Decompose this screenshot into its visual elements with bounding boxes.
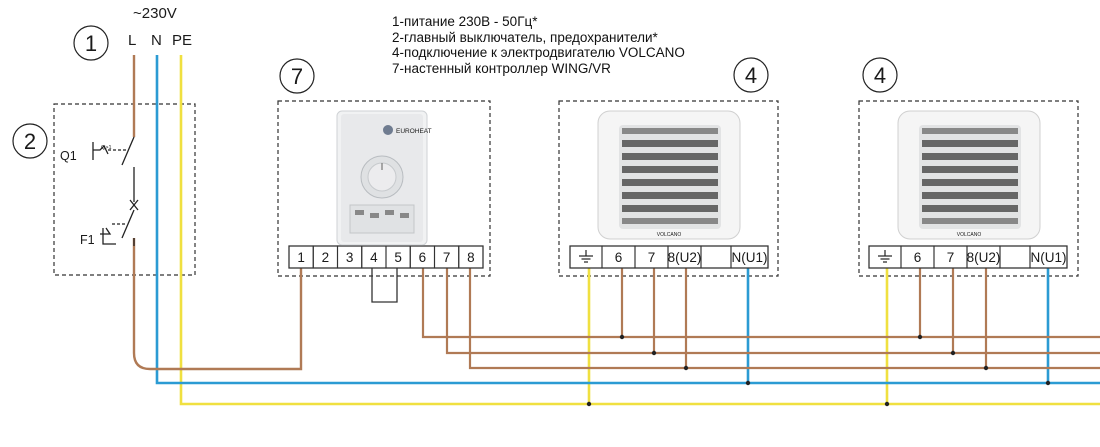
heater-b-terminal: N(U1) (1029, 245, 1068, 269)
controller-terminal-label: 1 (297, 250, 305, 265)
controller-terminal-block: 1 2 3 4 5 6 7 8 (288, 245, 484, 269)
controller-terminal-label: 3 (346, 250, 354, 265)
legend-item-1: 1-питание 230В - 50Гц* (392, 14, 538, 29)
svg-text:VOLCANO: VOLCANO (657, 232, 682, 238)
heater-b-terminal: 8(U2) (966, 245, 1001, 269)
control-wire-8 (468, 268, 1100, 370)
controller-switch-icon (355, 210, 364, 215)
neutral-wire-trunk (155, 55, 1100, 385)
supply-voltage-label: ~230V (133, 5, 177, 22)
supply-label-pe: PE (172, 32, 192, 49)
control-wire-7 (445, 268, 1100, 355)
heater-b-device: VOLCANO (897, 110, 1041, 240)
earth-wire-trunk (179, 55, 1100, 406)
svg-text:2: 2 (24, 129, 36, 154)
earth-icon (878, 250, 892, 263)
fuse-f1-symbol (100, 209, 135, 246)
callout-4-a: 4 (733, 57, 769, 93)
controller-terminal: 8 (458, 245, 484, 269)
legend-item-2: 2-главный выключатель, предохранители* (392, 29, 658, 45)
heater-a-terminal-label: 8(U2) (668, 250, 702, 265)
heater-a-terminal-label: N(U1) (732, 250, 768, 265)
heater-a-louvres (622, 128, 718, 224)
controller-terminal-label: 8 (467, 250, 475, 265)
callout-7: 7 (279, 58, 315, 94)
legend-item-4: 4-подключение к электродвигателю VOLCANO (392, 45, 685, 60)
earth-icon (579, 250, 593, 263)
callout-1: 1 (73, 25, 109, 61)
controller-device: EUROHEAT (336, 110, 432, 246)
callout-2: 2 (12, 123, 48, 159)
heater-a-terminal: N(U1) (730, 245, 769, 269)
svg-text:1: 1 (85, 31, 97, 56)
heater-b-terminal-label: 7 (947, 250, 955, 265)
controller-enclosure (277, 100, 491, 277)
heater-a-terminal-label: 6 (615, 250, 623, 265)
controller-terminal-label: 7 (443, 250, 451, 265)
heater-b-louvres (922, 128, 1018, 224)
svg-text:4: 4 (874, 63, 886, 88)
heater-b-terminal-block: 6 7 8(U2) N(U1) (868, 245, 1068, 269)
heater-b-terminal-label: N(U1) (1031, 250, 1067, 265)
controller-terminal-label: 2 (322, 250, 330, 265)
breaker-q1-label: Q1 (60, 149, 77, 163)
controller-switch-icon (400, 213, 409, 218)
controller-logo-icon (383, 125, 393, 135)
heater-b-terminal-label: 6 (914, 250, 922, 265)
supply-label-l: L (128, 32, 136, 49)
controller-switch-icon (385, 210, 394, 215)
junction-dots (586, 334, 1051, 407)
control-wire-6 (421, 268, 1100, 339)
supply-label-n: N (151, 32, 162, 49)
controller-terminal-label: 5 (394, 250, 402, 265)
heater-a-terminal-block: 6 7 8(U2) N(U1) (569, 245, 769, 269)
heater-b-enclosure (858, 100, 1079, 277)
legend-item-7: 7-настенный контроллер WING/VR (392, 60, 611, 76)
svg-text:EUROHEAT: EUROHEAT (396, 128, 432, 135)
breaker-q1-symbol (92, 136, 139, 211)
controller-terminal-label: 6 (419, 250, 427, 265)
legend: 1-питание 230В - 50Гц* 2-главный выключа… (392, 14, 685, 76)
controller-terminal-label: 4 (370, 250, 378, 265)
controller-switch-icon (370, 213, 379, 218)
heater-a-enclosure (558, 100, 779, 277)
breaker-enclosure (53, 103, 196, 276)
heater-b-terminal-label: 8(U2) (967, 250, 1001, 265)
svg-text:VOLCANO: VOLCANO (957, 232, 982, 238)
callout-4-b: 4 (862, 57, 898, 93)
svg-text:4: 4 (745, 63, 757, 88)
breaker-q1-mark: Q>1 (101, 145, 112, 151)
heater-a-device: VOLCANO (597, 110, 741, 240)
heater-a-terminal-label: 7 (648, 250, 656, 265)
fuse-f1-label: F1 (80, 233, 95, 247)
jumper-4-5 (371, 268, 398, 303)
phase-wire-to-controller (132, 238, 303, 371)
svg-text:7: 7 (291, 64, 303, 89)
heater-a-terminal: 8(U2) (667, 245, 702, 269)
